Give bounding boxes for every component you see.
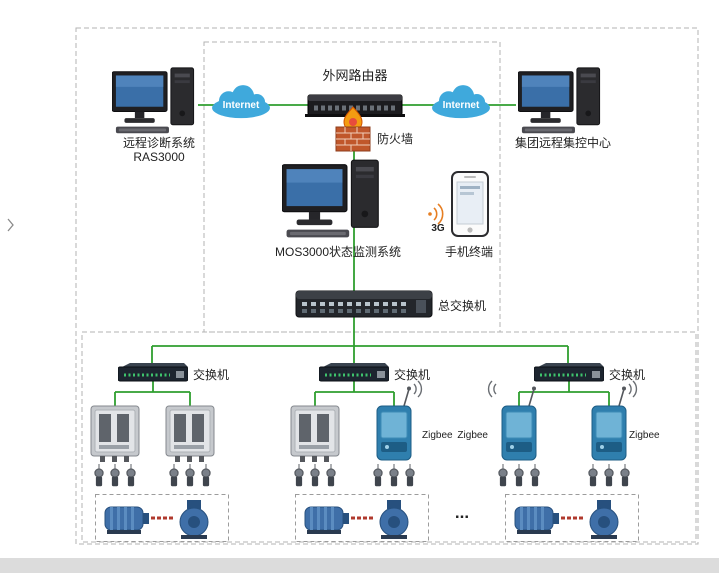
page-gap-band <box>0 558 719 573</box>
zigbee-unit-1: Zigbee <box>376 380 453 461</box>
left-workstation: 远程诊断系统 RAS3000 <box>112 67 195 164</box>
access-switch-2: 交换机 <box>319 363 430 383</box>
firewall: 防火墙 <box>335 106 413 152</box>
group-control-label: 集团远程集控中心 <box>515 135 611 150</box>
daq-device-2 <box>165 405 215 463</box>
phone-label: 手机终端 <box>445 244 493 259</box>
ellipsis-more-units: ... <box>455 503 469 522</box>
phone-screen-line2 <box>460 192 474 195</box>
zigbee-3-label: Zigbee <box>629 430 660 441</box>
signal-arc-2 <box>437 203 444 225</box>
field-zone-boundary <box>81 331 697 543</box>
zigbee-1-signal-icon <box>413 380 423 398</box>
firewall-label: 防火墙 <box>377 131 413 146</box>
stray-cursor-mark <box>7 218 14 232</box>
internet-left-label: Internet <box>223 100 260 111</box>
phone-speaker <box>464 176 476 178</box>
remote-diagnosis-label-line1: 远程诊断系统 <box>123 135 195 150</box>
main-switch-label: 总交换机 <box>438 298 486 313</box>
zigbee-unit-3: Zigbee <box>591 380 660 461</box>
main-switch-uplink-block <box>416 300 426 313</box>
firewall-flame-core <box>349 118 357 126</box>
phone-screen-line1 <box>460 186 480 189</box>
link-switch1-devices <box>114 378 191 406</box>
switch-2-label: 交换机 <box>394 367 430 382</box>
zigbee-3-signal-icon <box>628 380 638 398</box>
link-switch2-devices <box>314 378 395 406</box>
smartphone <box>451 171 489 237</box>
switch-3-device <box>534 363 604 383</box>
3g-signal-icon <box>428 203 444 225</box>
right-workstation: 集团远程集控中心 <box>515 67 611 150</box>
firewall-mortar <box>336 127 370 151</box>
mos3000-server: MOS3000状态监测系统 <box>275 159 401 259</box>
daq-device-3 <box>290 405 340 463</box>
firewall-bricks <box>335 126 371 152</box>
router-title: 外网路由器 <box>322 68 387 83</box>
access-switch-1: 交换机 <box>118 363 229 383</box>
mobile-terminal: 3G 手机终端 <box>428 171 493 259</box>
remote-diagnosis-label-line2: RAS3000 <box>133 150 185 164</box>
main-switch-top-face <box>296 291 432 299</box>
main-switch: 总交换机 <box>295 290 486 318</box>
signal-arc-1 <box>433 207 438 221</box>
switch-1-label: 交换机 <box>193 367 229 382</box>
core-zone-boundary <box>203 41 501 333</box>
switch-1-device <box>118 363 188 383</box>
link-switch3-devices <box>518 378 610 406</box>
zigbee-1-label: Zigbee <box>422 430 453 441</box>
internet-cloud-right: Internet <box>432 85 490 119</box>
zigbee-unit-2: Zigbee <box>457 380 537 461</box>
phone-home-button <box>467 227 473 233</box>
switch-2-device <box>319 363 389 383</box>
zigbee-2-label: Zigbee <box>457 430 488 441</box>
internet-right-label: Internet <box>443 100 480 111</box>
access-switch-3: 交换机 <box>534 363 645 383</box>
outer-boundary <box>75 27 699 545</box>
mos3000-label: MOS3000状态监测系统 <box>275 245 401 259</box>
daq-device-1 <box>90 405 140 463</box>
zigbee-2-signal-icon <box>487 380 497 398</box>
3g-label: 3G <box>431 223 445 234</box>
switch-3-label: 交换机 <box>609 367 645 382</box>
router-top-face <box>308 95 402 101</box>
signal-dot <box>428 212 432 216</box>
internet-cloud-left: Internet <box>212 85 270 119</box>
